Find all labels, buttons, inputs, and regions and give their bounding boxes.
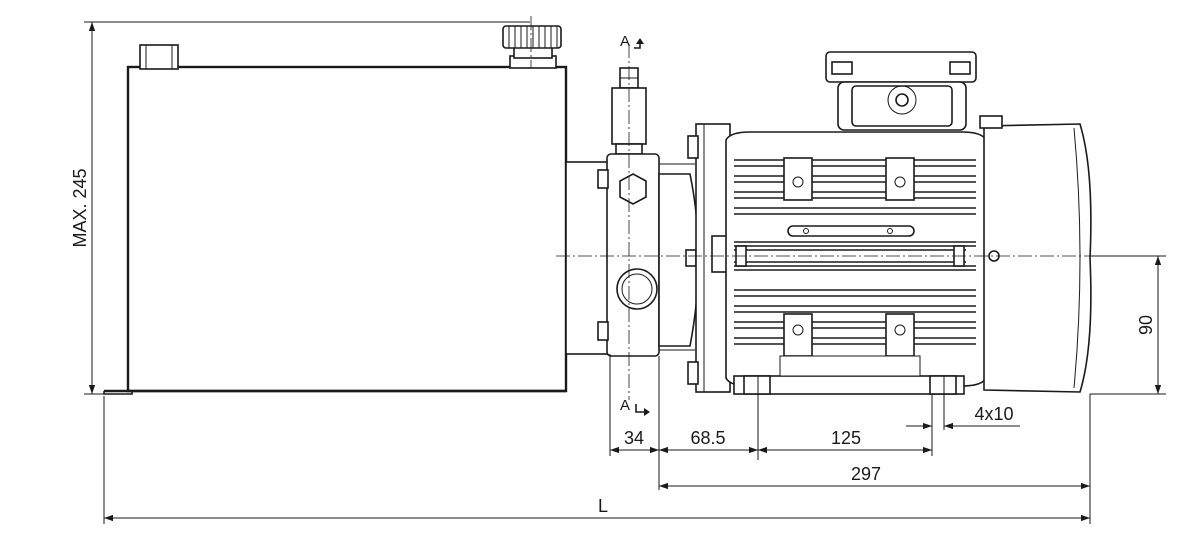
dimension-max-height: MAX. 245 <box>70 21 530 395</box>
oil-tank <box>103 65 568 395</box>
section-mark-bottom: A <box>620 397 650 416</box>
dimension-label-68-5: 68.5 <box>690 428 725 448</box>
bell-housing <box>658 173 700 347</box>
dimension-shaft-height: 90 <box>1090 255 1166 395</box>
motor-front-flange <box>687 123 731 393</box>
filler-neck <box>139 44 179 70</box>
motor-feet <box>733 355 965 395</box>
dimension-label-max-height: MAX. 245 <box>70 168 90 247</box>
dimension-label-125: 125 <box>831 428 861 448</box>
section-label-top: A <box>620 33 630 50</box>
dimension-label-4x10: 4x10 <box>974 404 1013 424</box>
motor-rating-plate <box>787 225 915 237</box>
manifold-block <box>597 153 695 357</box>
motor-lifting-lugs <box>783 157 915 357</box>
dimension-label-total-length: L <box>598 496 608 516</box>
dimension-34: 34 <box>610 428 659 454</box>
motor-body <box>725 131 987 387</box>
dimension-extension-lines <box>103 354 1091 524</box>
section-mark-top: A <box>620 33 644 50</box>
dimension-68-5: 68.5 <box>659 428 758 454</box>
breather-cap <box>502 25 562 69</box>
dimension-4x10: 4x10 <box>906 404 1020 430</box>
dimension-125: 125 <box>758 428 932 454</box>
dimension-total-length: L <box>104 496 1090 522</box>
motor-cooling-fins <box>734 159 976 345</box>
terminal-box <box>825 51 977 131</box>
section-label-bottom: A <box>620 397 630 414</box>
dimension-297: 297 <box>659 464 1090 490</box>
dimension-label-shaft-height: 90 <box>1136 315 1156 335</box>
dimension-label-297: 297 <box>851 464 881 484</box>
fan-cover <box>979 115 1092 393</box>
dimension-label-34: 34 <box>624 428 644 448</box>
